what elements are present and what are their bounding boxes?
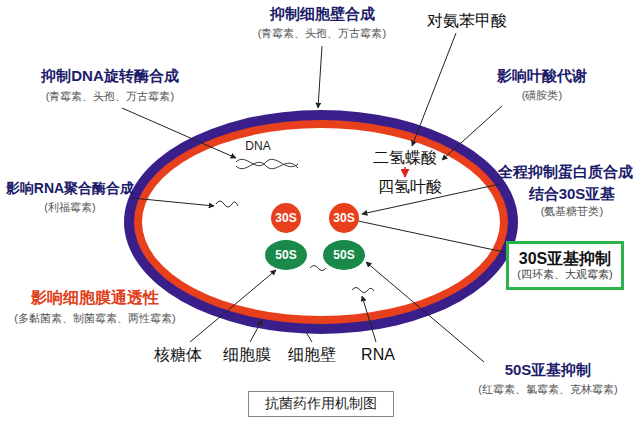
drug-list: (氨基糖苷类) bbox=[541, 205, 603, 218]
drug-list: (磺胺类) bbox=[522, 89, 562, 102]
molecule-label: 四氢叶酸 bbox=[378, 177, 442, 196]
leader-line bbox=[442, 106, 502, 160]
heading-label: 全程抑制蛋白质合成 bbox=[498, 163, 633, 181]
part-label: 细胞壁 bbox=[288, 345, 336, 364]
leader-line bbox=[362, 296, 376, 342]
part-label: 核糖体 bbox=[154, 345, 202, 364]
part-label: DNA bbox=[245, 139, 270, 153]
cell-wall bbox=[124, 110, 518, 334]
heading-label: 影响RNA聚合酶合成 bbox=[6, 180, 134, 197]
part-label: RNA bbox=[361, 345, 395, 364]
ribosome-50s: 50S bbox=[323, 240, 365, 270]
node-text: 50S bbox=[333, 248, 354, 262]
node-text: 30S bbox=[333, 211, 354, 225]
ribosome-50s: 50S bbox=[265, 240, 307, 270]
leader-line bbox=[190, 270, 276, 342]
leader-line bbox=[250, 320, 262, 342]
heading-label: 50S亚基抑制 bbox=[505, 361, 592, 379]
rna-strand bbox=[216, 201, 238, 207]
heading-label: 抑制DNA旋转酶合成 bbox=[41, 67, 179, 85]
leader-line bbox=[132, 198, 214, 206]
node-text: 30S bbox=[275, 211, 296, 225]
heading-label: 抑制细胞壁合成 bbox=[270, 5, 375, 23]
heading-label: 结合30S亚基 bbox=[529, 185, 616, 203]
figure-title: 抗菌药作用机制图 bbox=[248, 391, 394, 417]
rna-strand bbox=[352, 288, 374, 293]
ribosome-30s: 30S bbox=[271, 203, 301, 233]
part-label: 细胞膜 bbox=[223, 345, 271, 364]
heading-label: 影响叶酸代谢 bbox=[497, 67, 587, 85]
reaction-arrow bbox=[404, 167, 406, 177]
heading-label: 影响细胞膜通透性 bbox=[31, 288, 159, 307]
drug-list: (青霉素、头孢、万古霉素) bbox=[46, 90, 174, 103]
node-text: 50S bbox=[275, 248, 296, 262]
leader-line bbox=[306, 332, 312, 342]
leader-line bbox=[412, 33, 456, 146]
dna-strand bbox=[236, 162, 298, 168]
ribosome-30s: 30S bbox=[329, 203, 359, 233]
drug-list: (红霉素、氯霉素、克林霉素) bbox=[478, 383, 617, 396]
molecule-label: 二氢蝶酸 bbox=[373, 148, 437, 167]
leader-line bbox=[318, 46, 322, 108]
highlight-box: 30S亚基抑制(四环素、大观霉素) bbox=[506, 241, 624, 290]
drug-list: (多黏菌素、制菌霉素、两性霉素) bbox=[14, 312, 175, 325]
rna-strand bbox=[310, 266, 326, 271]
drug-list: (利福霉素) bbox=[44, 201, 95, 214]
molecule-label: 对氨苯甲酸 bbox=[427, 11, 507, 30]
leader-connector bbox=[359, 221, 506, 252]
node-text: 30S亚基抑制 bbox=[519, 249, 611, 268]
leader-line bbox=[122, 108, 236, 158]
node-text: (四环素、大观霉素) bbox=[517, 268, 612, 281]
drug-list: (青霉素、头孢、万古霉素) bbox=[258, 27, 386, 40]
